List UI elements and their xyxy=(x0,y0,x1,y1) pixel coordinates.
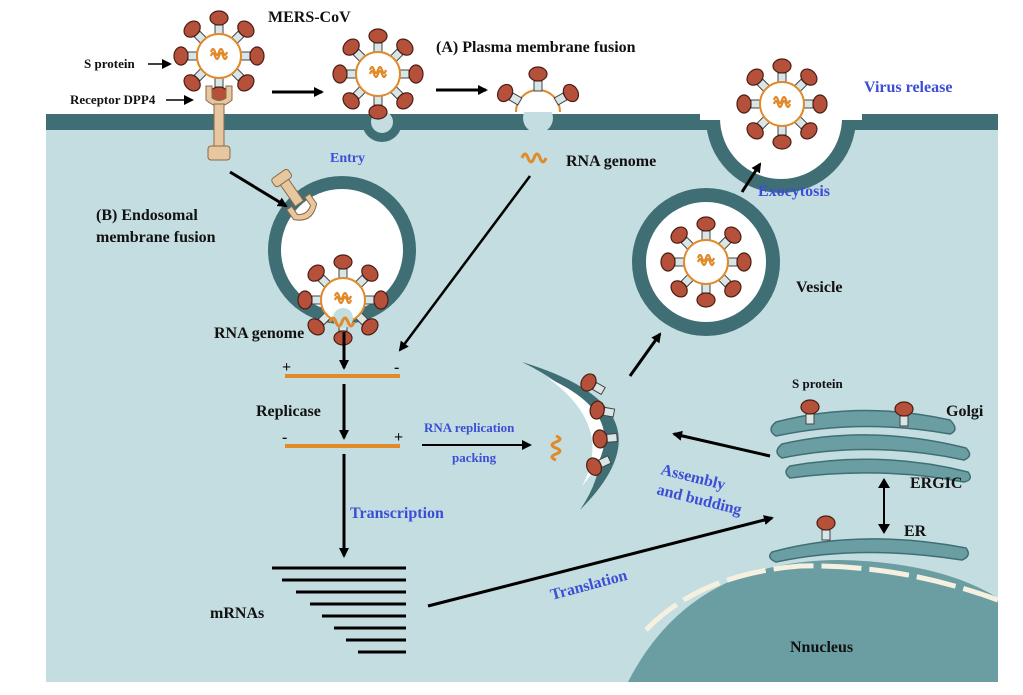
er-label: ER xyxy=(904,523,927,540)
released-virion xyxy=(737,59,827,149)
plus-sign-2: + xyxy=(394,429,403,446)
fusing-virion xyxy=(493,66,583,113)
vesicle-label: Vesicle xyxy=(796,279,843,296)
receptor-label: Receptor DPP4 xyxy=(70,92,156,107)
ergic-label: ERGIC xyxy=(910,475,962,492)
endoplasmic-reticulum xyxy=(769,515,969,563)
exocytosis-label: Exocytosis xyxy=(758,183,830,200)
rna-genome-left-label: RNA genome xyxy=(214,325,304,342)
plus-sign-1: + xyxy=(282,359,291,376)
mers-cov-virion-top xyxy=(174,11,264,101)
mrna-ladder xyxy=(272,566,406,654)
entry-label: Entry xyxy=(330,151,365,166)
nucleus-label: Nnucleus xyxy=(790,639,853,656)
rna-replication-label: RNA replication xyxy=(424,420,515,435)
golgi xyxy=(770,399,971,483)
budding-crescent xyxy=(522,362,619,510)
s-protein-golgi-label: S protein xyxy=(792,376,843,391)
virus-release-label: Virus release xyxy=(864,79,952,96)
endosomal-label-1: (B) Endosomal xyxy=(96,207,198,224)
vesicle xyxy=(632,188,780,336)
plasma-membrane-fusion-label: (A) Plasma membrane fusion xyxy=(436,39,636,56)
rna-genome-top-label: RNA genome xyxy=(566,153,656,170)
transcription-label: Transcription xyxy=(350,505,444,522)
flow-arrows xyxy=(148,59,890,608)
s-protein-label: S protein xyxy=(84,56,135,71)
minus-sign-1: - xyxy=(394,359,399,376)
nucleus xyxy=(628,560,999,682)
receptor-dpp4 xyxy=(205,85,233,161)
replicase-label: Replicase xyxy=(256,403,321,420)
endosome xyxy=(268,168,416,345)
title-label: MERS-CoV xyxy=(268,9,351,26)
golgi-label: Golgi xyxy=(946,403,984,420)
mrnas-label: mRNAs xyxy=(210,605,264,622)
endosomal-label-2: membrane fusion xyxy=(96,229,216,246)
minus-sign-2: - xyxy=(282,429,287,446)
mers-cov-virion-binding xyxy=(333,29,423,119)
packing-label: packing xyxy=(452,450,497,465)
